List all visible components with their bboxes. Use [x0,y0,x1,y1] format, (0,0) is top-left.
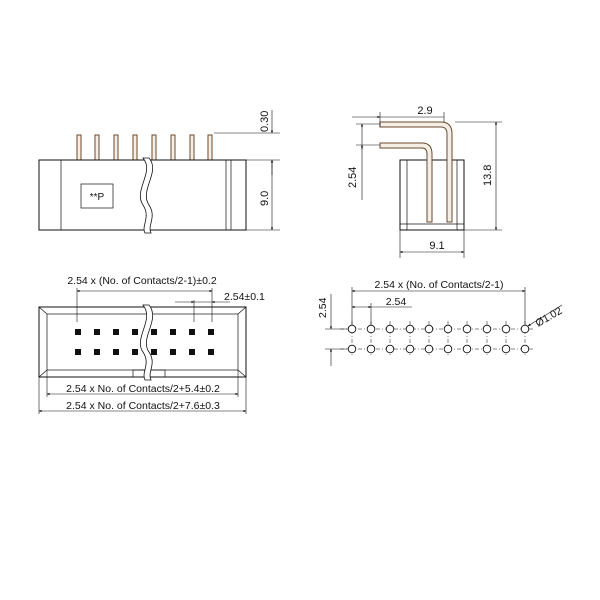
front-view-label-box [80,183,114,209]
top-view: 2.54 x (No. of Contacts/2-1)±0.2 2.54±0.… [38,275,265,414]
dim-side-pitch: 2.54 [347,167,359,188]
dim-body-height: 9.0 [259,191,271,206]
front-view-pins [76,134,213,161]
pcb-holes [347,324,530,354]
side-view-pin-inner [379,142,433,223]
dim-pcb-span: 2.54 x (No. of Contacts/2-1) [375,279,504,291]
pcb-layout: 2.54 x (No. of Contacts/2-1) 2.54 2.54 [317,279,564,366]
front-view-label-text: **P [90,192,105,203]
top-view-contacts [75,329,214,355]
dim-side-top: 2.9 [417,105,432,117]
dim-pcb-pitch-h: 2.54 [386,296,407,308]
dim-top-outer: 2.54 x No. of Contacts/2+7.6±0.3 [66,400,220,412]
dim-pin-height: 0.30 [259,111,271,132]
side-view-pin-outer [379,121,453,223]
front-view: **P 0.30 9.0 [38,110,280,234]
dim-top-pitch: 2.54±0.1 [224,291,265,303]
dim-top-contacts: 2.54 x (No. of Contacts/2-1)±0.2 [67,275,216,287]
dim-top-inner: 2.54 x No. of Contacts/2+5.4±0.2 [66,383,220,395]
front-view-body [38,159,247,231]
side-view: 2.9 2.54 13.8 9.1 [347,105,502,258]
top-view-break [139,304,154,381]
front-view-break [139,157,154,234]
dim-pcb-pitch-v: 2.54 [317,297,329,318]
dim-side-width: 9.1 [429,240,444,252]
dim-pcb-hole: Ø1.02 [534,305,565,330]
dim-side-height: 13.8 [482,165,494,186]
